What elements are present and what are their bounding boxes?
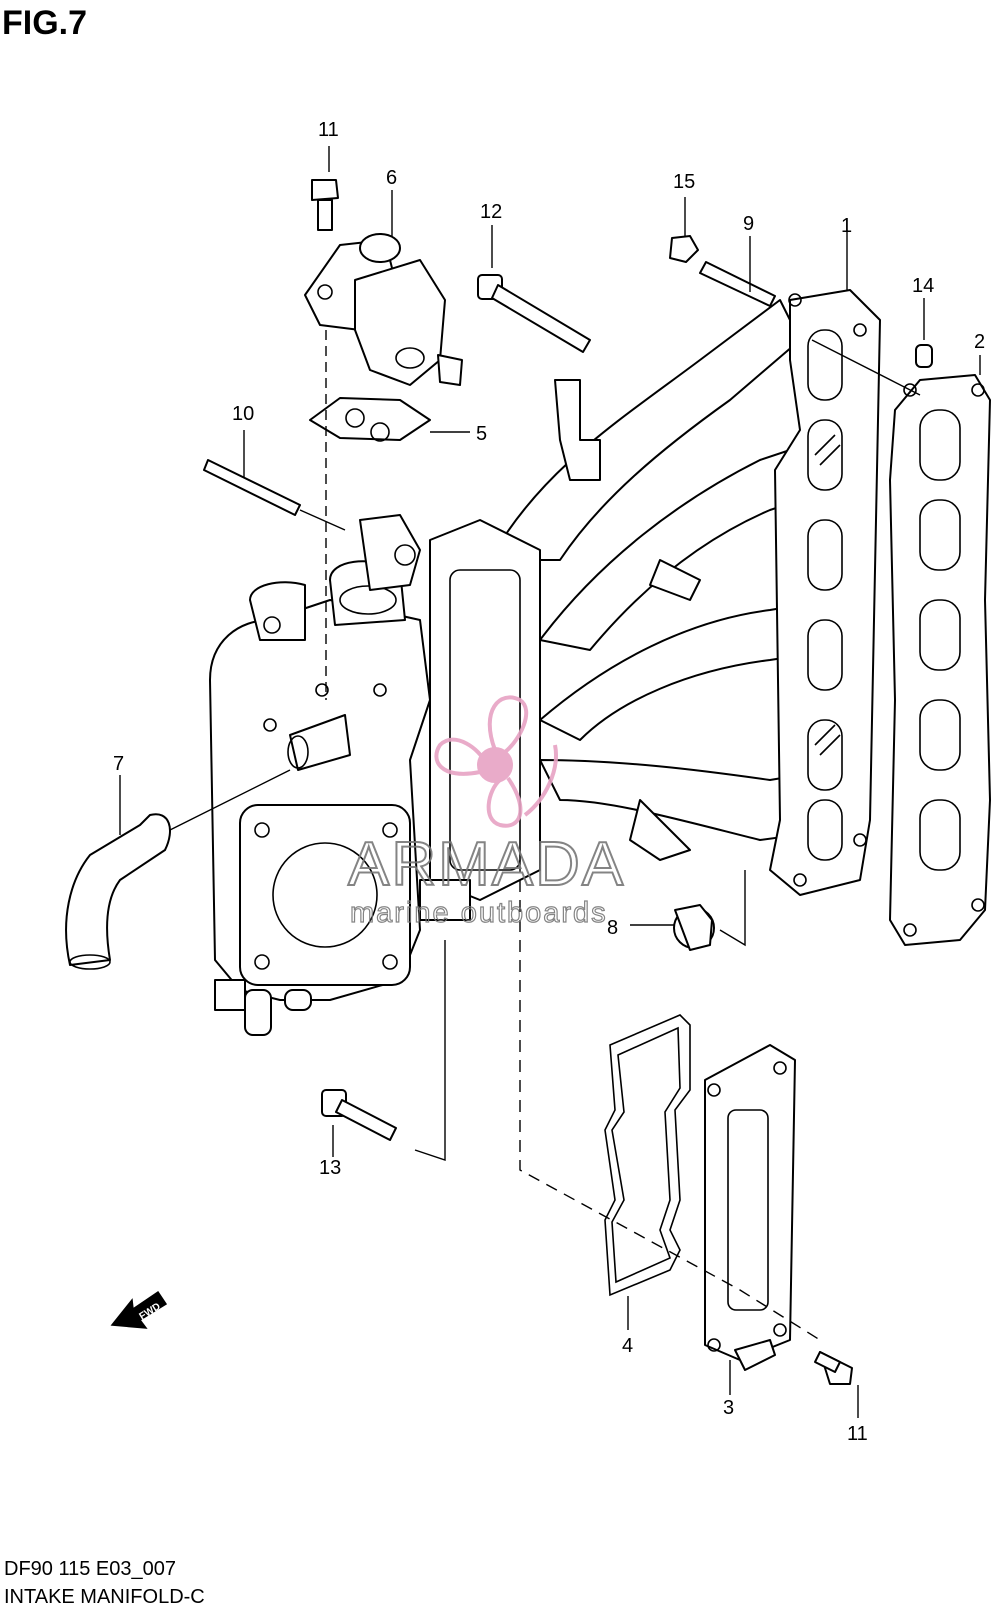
callout-5: 5 [476,423,487,445]
callout-2: 2 [974,331,985,353]
watermark: ARMADA marine outboards [347,695,625,930]
watermark-brand: ARMADA [348,830,625,899]
cover-plate-part [704,1044,796,1371]
idle-air-valve-part [304,233,463,386]
model-code: DF90 115 E03_007 [4,1558,176,1580]
section-name: INTAKE MANIFOLD-C [4,1586,205,1608]
callout-10: 10 [232,403,254,425]
figure-label: FIG.7 [2,4,88,42]
callout-9: 9 [743,213,754,235]
callout-14: 14 [912,275,934,297]
callout-11-bottom: 11 [847,1423,868,1445]
callout-7: 7 [113,753,124,775]
bolt-13 [321,1089,397,1141]
manifold-gasket-part [889,374,991,946]
callout-13: 13 [319,1157,341,1179]
callout-1: 1 [841,215,852,237]
callout-8: 8 [607,917,618,939]
valve-gasket-part [309,397,431,442]
bolt-12 [477,274,591,353]
stud-9 [699,261,776,307]
dowel-14 [915,344,933,368]
throttle-body-part [209,514,541,1036]
hose-part [65,813,171,970]
watermark-propeller-icon [434,695,558,828]
cover-gasket-part [604,1014,691,1297]
fwd-arrow-icon: FWD [110,1290,168,1329]
callout-15: 15 [673,171,695,193]
bolt-11-top [311,179,339,231]
callout-12: 12 [480,201,502,223]
callout-3: 3 [723,1397,734,1419]
callouts: 11 6 12 15 9 1 14 2 10 5 7 8 13 4 3 11 [113,119,985,1445]
callout-4: 4 [622,1335,633,1357]
nut-15 [669,235,699,263]
bolt-11-bottom [814,1351,853,1385]
leader-lines [119,146,981,1418]
callout-11-top: 11 [318,119,339,141]
stud-10 [203,459,301,516]
intake-manifold-part [489,289,881,896]
callout-6: 6 [386,167,397,189]
watermark-tagline: marine outboards [350,897,608,929]
grommet-8 [673,904,715,951]
